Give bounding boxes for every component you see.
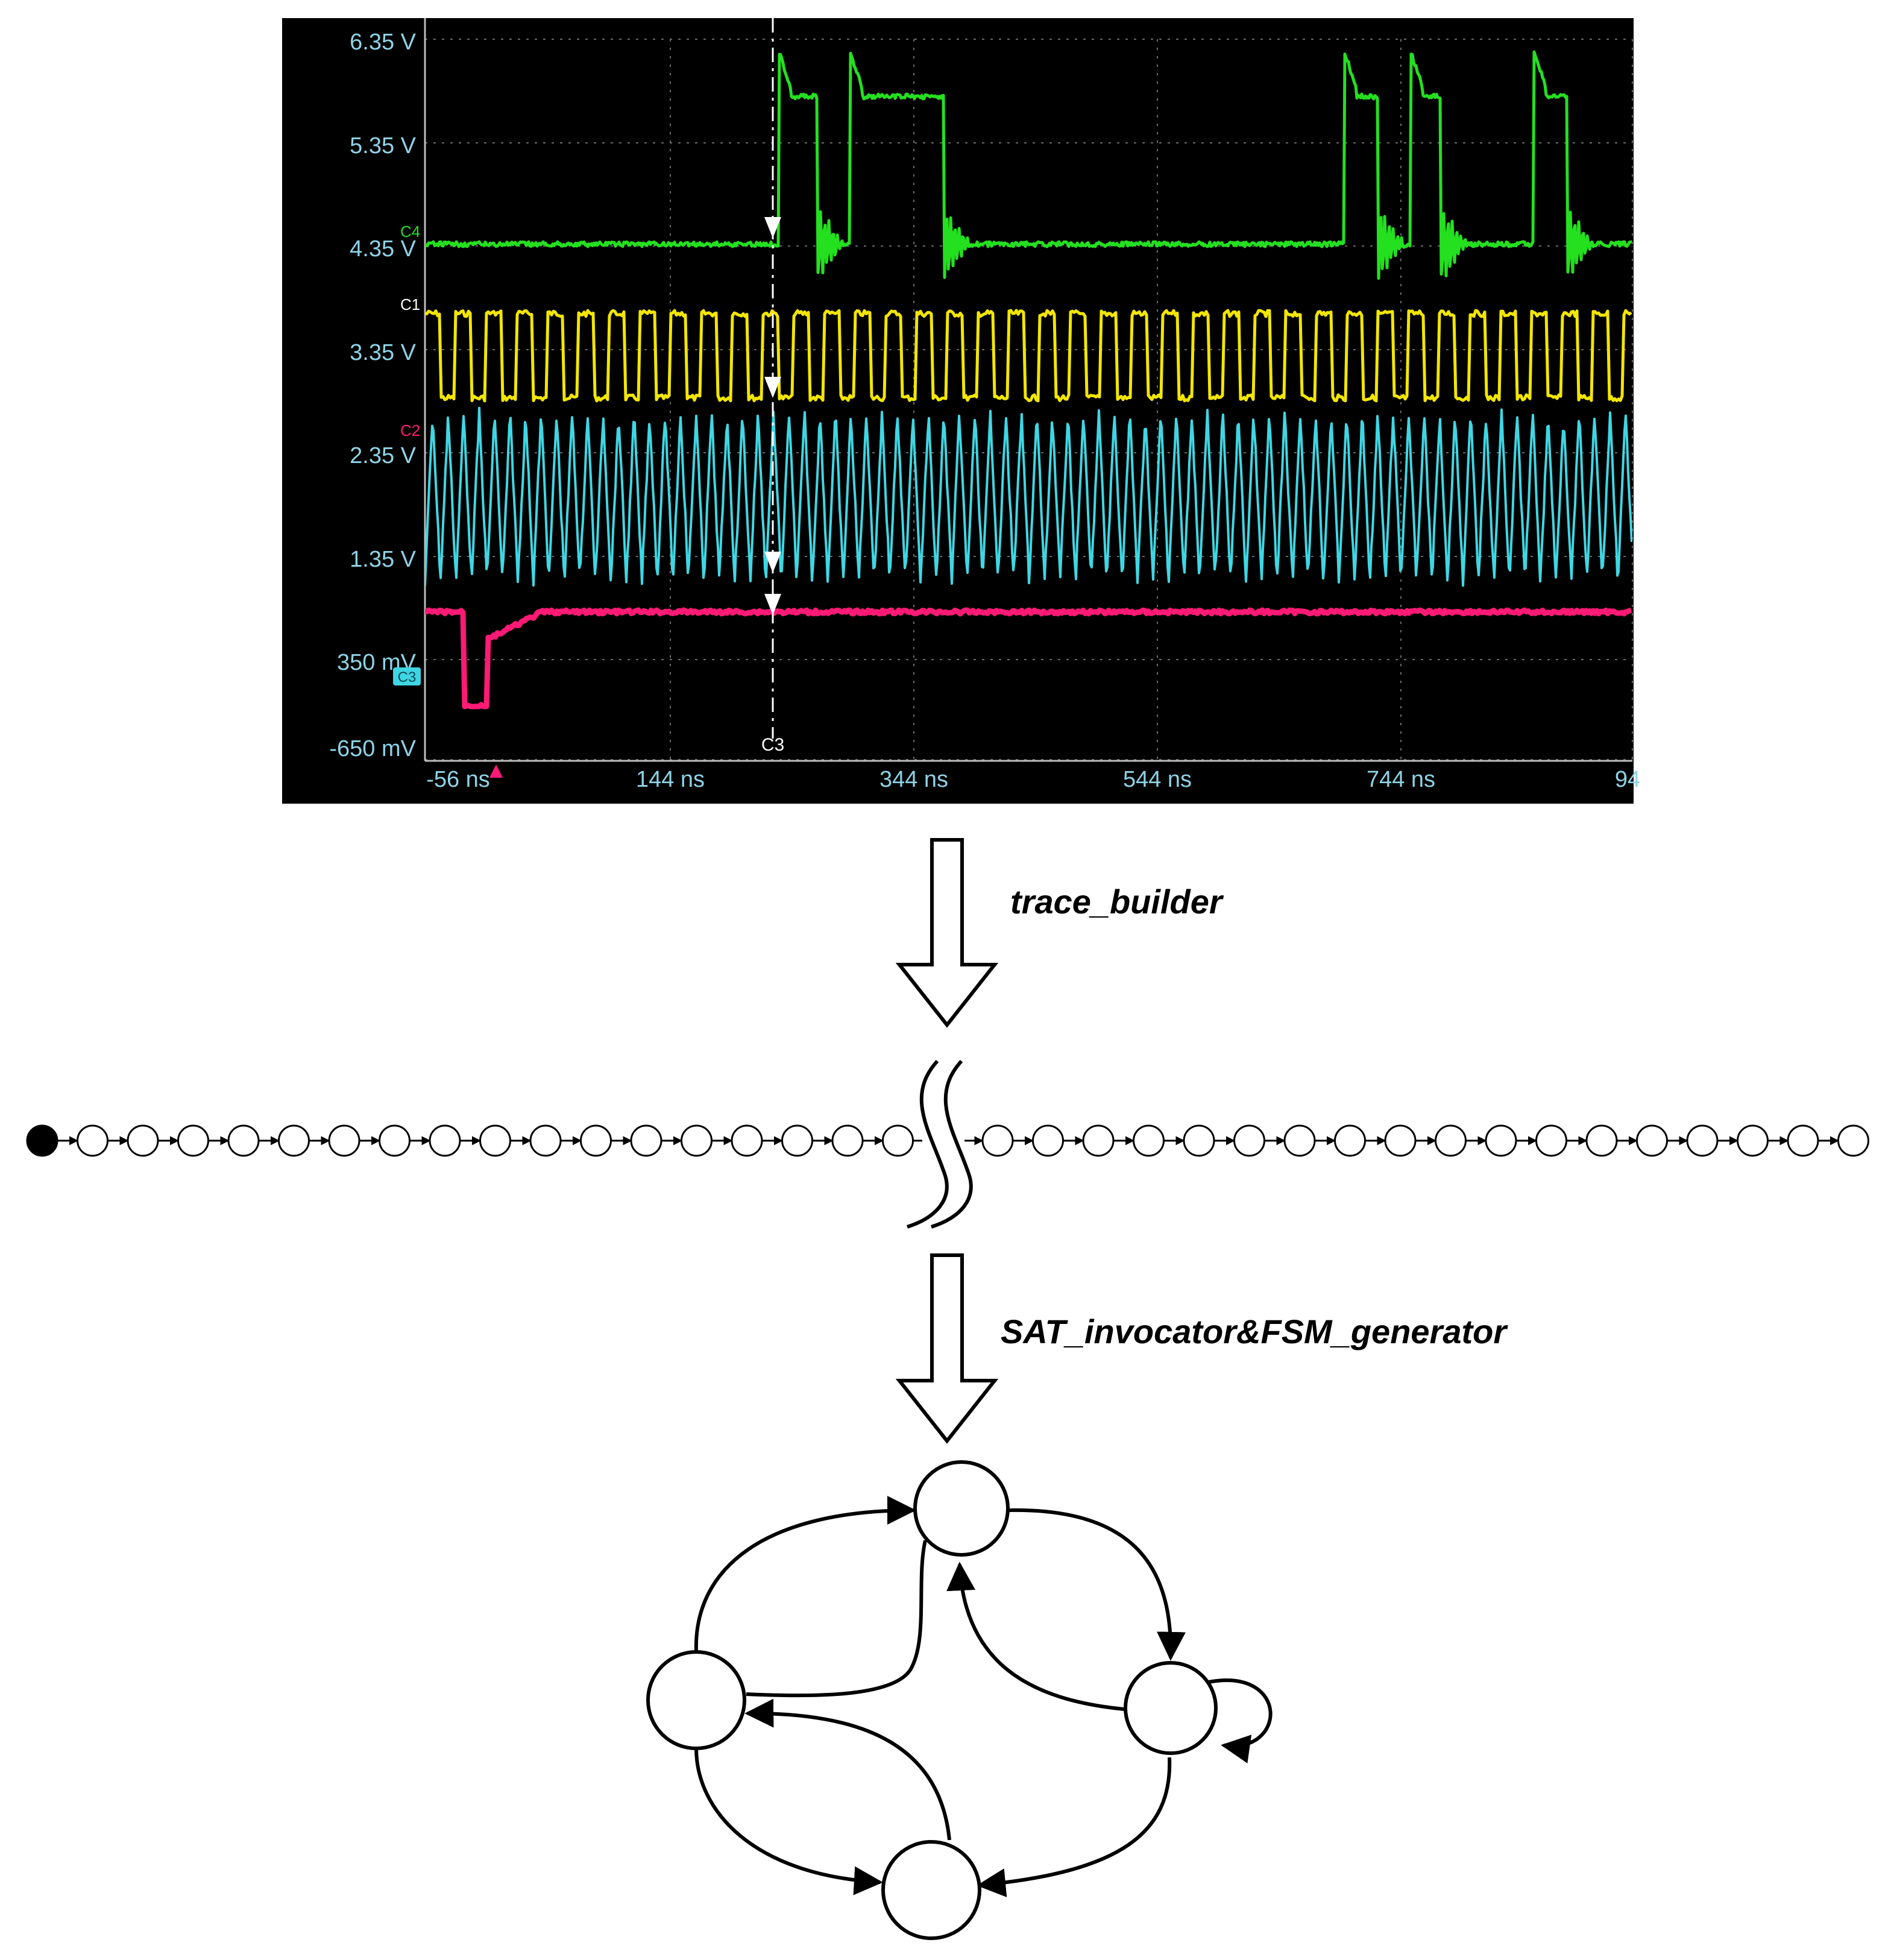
trace-c4-green bbox=[425, 50, 1632, 280]
trigger-marker bbox=[489, 764, 503, 778]
x-tick-label: 544 ns bbox=[1123, 767, 1192, 792]
trace-state bbox=[1082, 1124, 1115, 1157]
hollow-down-arrow bbox=[895, 1253, 999, 1444]
trace-state bbox=[1384, 1124, 1417, 1157]
arrow-label: trace_builder bbox=[1010, 883, 1224, 921]
trace-state bbox=[882, 1124, 914, 1157]
trace-break-symbol bbox=[907, 1059, 973, 1230]
transition-top-to-right bbox=[1007, 1508, 1186, 1661]
process-arrow-1: trace_builder bbox=[895, 838, 1224, 1028]
trace-state bbox=[681, 1124, 713, 1157]
scope-y-tick-labels: 6.35 V 5.35 V 4.35 V 3.35 V 2.35 V 1.35 … bbox=[329, 30, 416, 761]
trace-state bbox=[1535, 1124, 1567, 1157]
trace-state bbox=[781, 1124, 813, 1157]
break-line-left bbox=[907, 1059, 949, 1229]
y-tick-label: 4.35 V bbox=[350, 236, 417, 262]
cursor-arrow-c3 bbox=[764, 552, 781, 573]
x-tick-label: 344 ns bbox=[879, 767, 948, 792]
trace-state bbox=[1737, 1124, 1769, 1157]
execution-trace bbox=[26, 1124, 1869, 1157]
trace-start-state bbox=[26, 1124, 58, 1157]
fsm-state-bottom bbox=[881, 1840, 981, 1940]
finite-state-machine bbox=[646, 1460, 1273, 1940]
scope-background bbox=[282, 18, 1634, 804]
trace-state bbox=[1686, 1124, 1719, 1157]
trace-state bbox=[1636, 1124, 1668, 1157]
trace-state bbox=[379, 1124, 411, 1157]
transition-right-to-bottom bbox=[977, 1757, 1172, 1897]
x-tick-label: -56 ns bbox=[426, 767, 490, 792]
fsm-state-top bbox=[913, 1460, 1010, 1557]
scope-traces bbox=[425, 50, 1632, 710]
x-tick-label: 144 ns bbox=[636, 767, 705, 792]
hollow-down-arrow bbox=[895, 838, 999, 1028]
channel-marker-c3: C3 bbox=[398, 669, 417, 685]
trace-state bbox=[328, 1124, 360, 1157]
y-tick-label: 6.35 V bbox=[350, 30, 417, 55]
trace-state bbox=[1133, 1124, 1165, 1157]
oscilloscope-panel: 6.35 V 5.35 V 4.35 V 3.35 V 2.35 V 1.35 … bbox=[282, 18, 1640, 804]
y-tick-label: 5.35 V bbox=[350, 133, 417, 159]
trace-state bbox=[1233, 1124, 1265, 1157]
trace-state bbox=[227, 1124, 260, 1157]
trace-state bbox=[1485, 1124, 1517, 1157]
channel-marker-c3-badge bbox=[393, 667, 421, 685]
process-arrow-2: SAT_invocator&FSM_generator bbox=[895, 1253, 1508, 1444]
trace-state bbox=[1183, 1124, 1215, 1157]
cursor-arrow-c1 bbox=[764, 377, 781, 398]
cursor-arrow-c4 bbox=[764, 217, 781, 238]
trace-state bbox=[127, 1124, 159, 1157]
transition-left-to-bottom bbox=[694, 1748, 883, 1895]
trace-state bbox=[831, 1124, 864, 1157]
trace-state bbox=[1837, 1124, 1869, 1157]
trace-state bbox=[1032, 1124, 1064, 1157]
trace-state bbox=[429, 1124, 461, 1157]
fsm-states bbox=[646, 1460, 1218, 1940]
cursor-arrows bbox=[764, 217, 781, 615]
y-tick-label: 1.35 V bbox=[350, 547, 417, 572]
channel-marker-c2: C2 bbox=[400, 421, 420, 440]
x-tick-label: 744 ns bbox=[1367, 767, 1435, 792]
trace-state bbox=[529, 1124, 562, 1157]
trace-state bbox=[630, 1124, 662, 1157]
fsm-transitions bbox=[694, 1496, 1273, 1897]
trace-c2-red bbox=[425, 607, 1632, 710]
channel-marker-c4: C4 bbox=[400, 222, 420, 241]
cursor-arrow-c2 bbox=[764, 594, 781, 615]
trace-state bbox=[479, 1124, 511, 1157]
trace-state bbox=[981, 1124, 1014, 1157]
x-tick-label: 94 bbox=[1615, 767, 1640, 792]
fsm-state-left bbox=[646, 1650, 746, 1750]
trace-state bbox=[278, 1124, 310, 1157]
transition-bottom-to-left bbox=[744, 1698, 951, 1841]
transition-right-to-top bbox=[946, 1561, 1125, 1711]
cursor-label: C3 bbox=[761, 735, 784, 755]
scope-x-tick-labels: -56 ns 144 ns 344 ns 544 ns 744 ns 94 bbox=[426, 767, 1640, 792]
transition-top-to-left bbox=[746, 1540, 927, 1698]
trace-state bbox=[1585, 1124, 1618, 1157]
trace-state bbox=[731, 1124, 763, 1157]
transition-right-self-loop bbox=[1208, 1678, 1273, 1763]
transition-left-to-top bbox=[694, 1496, 916, 1653]
y-tick-label: -650 mV bbox=[329, 736, 416, 761]
channel-marker-c1: C1 bbox=[400, 295, 420, 314]
trace-state bbox=[1283, 1124, 1316, 1157]
trace-state bbox=[1334, 1124, 1366, 1157]
trace-state bbox=[1787, 1124, 1819, 1157]
trace-state bbox=[1435, 1124, 1467, 1157]
fsm-state-right bbox=[1124, 1661, 1218, 1755]
y-tick-label: 2.35 V bbox=[350, 443, 417, 468]
trace-state bbox=[77, 1124, 109, 1157]
trace-state bbox=[580, 1124, 612, 1157]
arrow-label: SAT_invocator&FSM_generator bbox=[1001, 1312, 1508, 1350]
y-tick-label: 3.35 V bbox=[350, 340, 417, 365]
trace-c1-yellow bbox=[425, 309, 1632, 403]
trace-c3-cyan bbox=[425, 406, 1632, 587]
break-line-right bbox=[931, 1059, 973, 1229]
trace-state bbox=[177, 1124, 209, 1157]
